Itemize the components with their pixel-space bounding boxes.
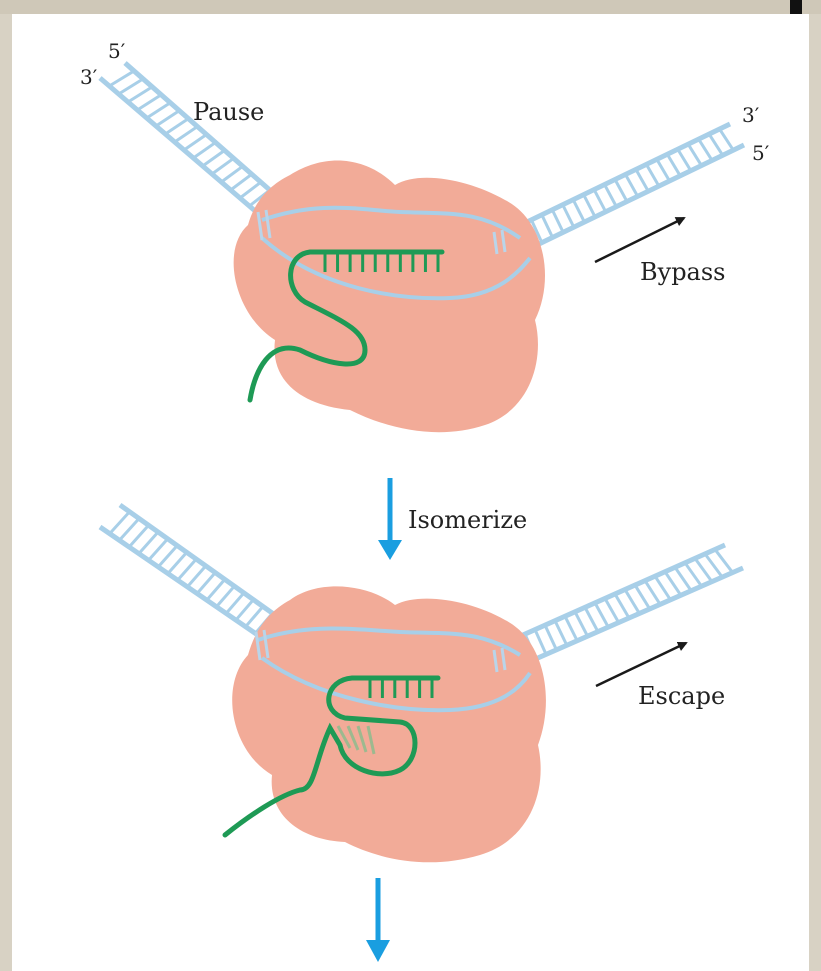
base-pair-rung [187, 566, 205, 587]
base-pair-rung [207, 579, 225, 600]
rna-polymerase-blob-lower [232, 586, 546, 862]
base-pair-rung [594, 190, 606, 212]
base-pair-rung [158, 546, 177, 567]
base-pair-rung [595, 603, 608, 627]
base-pair-rung [646, 164, 659, 186]
base-pair-rung [139, 532, 158, 554]
base-pair-rung [657, 159, 670, 181]
escape-arrow [596, 643, 686, 686]
base-pair-rung [168, 552, 187, 573]
label-isomerize: Isomerize [408, 506, 527, 534]
base-pair-rung [197, 573, 215, 594]
upstream-dna-duplex-lower [100, 505, 282, 640]
base-pair-rung [184, 135, 207, 151]
base-pair-rung [688, 144, 701, 165]
base-pair-rung [137, 95, 161, 110]
base-pair-rung [584, 195, 595, 217]
base-pair-rung [585, 607, 598, 631]
base-pair-rung [212, 158, 234, 174]
label-pause: Pause [193, 98, 264, 126]
base-pair-rung [665, 572, 681, 596]
base-pair-rung [240, 182, 261, 198]
base-pair-rung [226, 593, 244, 613]
label-three-prime-top-right: 3′ [742, 103, 760, 127]
base-pair-rung [552, 210, 563, 233]
label-escape: Escape [638, 682, 725, 710]
base-pair-rung [109, 71, 134, 86]
base-pair-rung [203, 150, 225, 166]
base-pair-rung [720, 129, 734, 150]
base-pair-rung [231, 174, 252, 190]
label-five-prime-top-right: 5′ [752, 141, 770, 165]
base-pair-rung [625, 174, 637, 196]
base-pair-rung [555, 621, 567, 646]
base-pair-rung [636, 169, 648, 191]
base-pair-rung [221, 166, 242, 182]
isomerize-step: Isomerize [378, 478, 527, 560]
base-pair-rung [678, 149, 691, 170]
base-pair-rung [605, 598, 619, 622]
bypass-arrow [595, 218, 684, 262]
paused-complex: 5′ 3′ Pause 3′ 5′ Bypass [80, 39, 770, 432]
base-pair-rung [563, 205, 574, 227]
base-pair-rung [615, 594, 629, 618]
base-pair-rung [655, 576, 670, 600]
next-step-arrow [366, 878, 390, 962]
label-three-prime-top-left: 3′ [80, 65, 98, 89]
base-pair-rung [149, 539, 168, 560]
base-pair-rung [635, 585, 650, 609]
base-pair-rung [575, 612, 588, 636]
base-pair-rung [128, 87, 152, 102]
base-pair-rung [216, 586, 234, 607]
base-pair-rung [615, 180, 627, 202]
base-pair-rung [119, 79, 143, 94]
hairpin-stabilized-complex: Escape [100, 505, 743, 862]
base-pair-rung [645, 581, 660, 605]
base-pair-rung [175, 127, 198, 142]
base-pair-rung [246, 606, 263, 626]
base-pair-rung [667, 154, 680, 176]
base-pair-rung [542, 215, 553, 238]
base-pair-rung [147, 103, 171, 118]
base-pair-rung [605, 185, 617, 207]
base-pair-rung [625, 590, 639, 614]
base-pair-rung [193, 142, 215, 158]
base-pair-rung [573, 200, 584, 222]
label-five-prime-top-left: 5′ [108, 39, 126, 63]
base-pair-rung [699, 139, 712, 160]
base-pair-rung [165, 119, 188, 134]
downstream-dna-duplex-lower [505, 545, 743, 668]
label-bypass: Bypass [640, 258, 726, 286]
base-pair-rung [156, 111, 179, 126]
base-pair-rung [178, 559, 197, 580]
base-pair-rung [535, 630, 546, 655]
base-pair-rung [709, 134, 723, 155]
upstream-dna-duplex [100, 63, 288, 222]
base-pair-rung [236, 600, 254, 620]
base-pair-rung [565, 616, 577, 640]
base-pair-rung [545, 625, 556, 650]
base-pair-rung [675, 567, 691, 590]
